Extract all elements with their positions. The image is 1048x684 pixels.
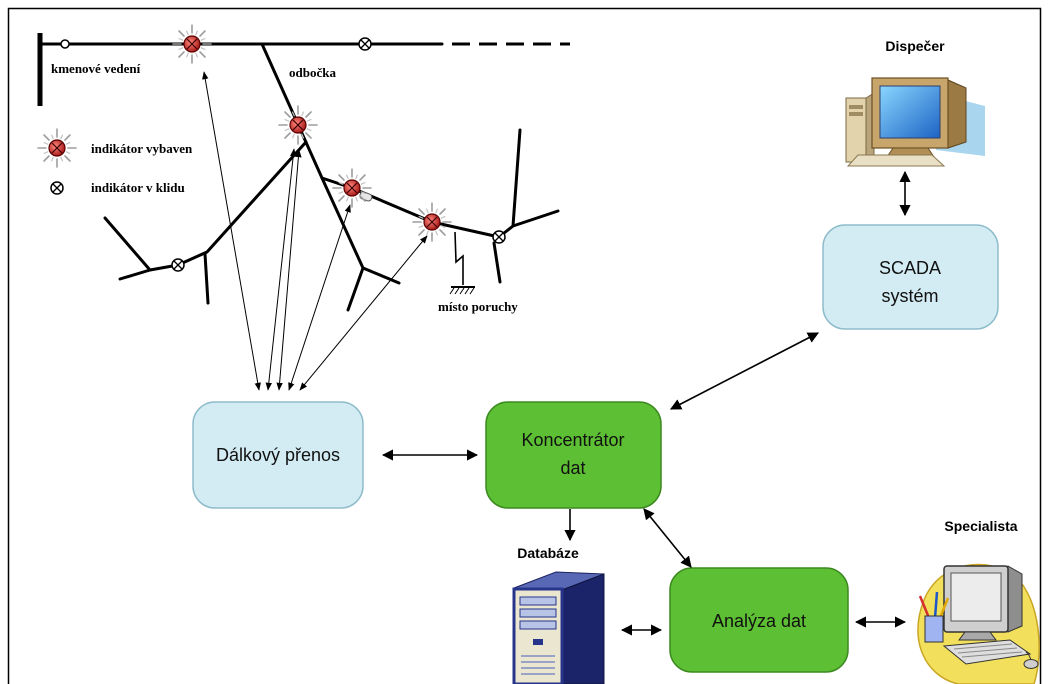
power-button (533, 639, 543, 645)
ground-hatch (449, 287, 475, 295)
specialist: Specialista (917, 518, 1040, 684)
monitor-screen (950, 572, 1002, 622)
pencil-cup (924, 615, 944, 643)
legend-active-indicator-icon (37, 128, 77, 168)
desktop-computer-icon (845, 77, 985, 167)
active-indicator-icon (172, 24, 212, 64)
legend-rest-label: indikátor v klidu (91, 180, 185, 195)
branch-label: odbočka (289, 65, 336, 80)
server-side (561, 573, 605, 684)
active-indicator-icon (278, 105, 318, 145)
monitor-screen (879, 85, 941, 139)
figure-frame (7, 7, 1042, 684)
scada-box-shape (822, 224, 999, 330)
branch-line-left (103, 140, 308, 305)
concentrator-label-line2: dat (560, 458, 585, 478)
analysis-box: Analýza dat (669, 567, 849, 673)
concentrator-box-shape (485, 401, 662, 509)
trunk-label: kmenové vedení (51, 61, 141, 76)
fault-location-symbol (449, 231, 475, 295)
pencil (918, 595, 931, 619)
database: Databáze (512, 545, 605, 684)
rest-indicator-icon (358, 37, 372, 51)
analysis-label: Analýza dat (712, 611, 806, 631)
workstation-icon (917, 563, 1040, 684)
radio-link (202, 71, 261, 391)
dispatcher: Dispečer (845, 38, 985, 167)
radio-link (299, 235, 428, 391)
scada-concentrator-link (670, 332, 819, 410)
power-network: kmenové vedení odbočka místo poruchy (37, 24, 570, 314)
drive-bay (519, 620, 557, 630)
pencil (933, 591, 939, 619)
database-label: Databáze (517, 545, 579, 561)
concentrator-label-line1: Koncentrátor (521, 430, 624, 450)
keyboard (942, 639, 1032, 665)
radio-link (288, 204, 351, 391)
lightning-bolt (454, 231, 464, 285)
legend-rest-indicator-icon (50, 181, 64, 195)
keyboard-keys (953, 643, 1023, 658)
server-tower-icon (512, 571, 605, 684)
data-links (381, 170, 911, 636)
vent-slots (521, 655, 555, 675)
remote-transfer-box: Dálkový přenos (192, 401, 364, 509)
radio-link (265, 148, 297, 391)
tower-drive (849, 105, 863, 109)
concentrator-box: Koncentrátor dat (485, 401, 662, 509)
fault-label: místo poruchy (438, 299, 518, 314)
concentrator-analysis-link (643, 508, 692, 568)
rest-indicator-icon (171, 258, 185, 272)
monitor-side (1007, 565, 1023, 633)
rest-indicator-icon (492, 230, 506, 244)
remote-transfer-box-shape (192, 401, 364, 509)
legend-active-label: indikátor vybaven (91, 141, 193, 156)
monitor-stand (958, 631, 997, 641)
scada-label-line2: systém (881, 286, 938, 306)
drive-bay (519, 608, 557, 618)
legend: indikátor vybaven indikátor v klidu (37, 128, 193, 195)
branch-line-right-end (492, 128, 560, 284)
keyboard (846, 154, 946, 167)
drive-bay (519, 596, 557, 606)
monitor-side (947, 79, 967, 149)
pencil (938, 597, 950, 619)
analysis-box-shape (669, 567, 849, 673)
scada-box: SCADA systém (822, 224, 999, 330)
indicator-radio-links (202, 71, 428, 391)
dispatcher-label: Dispečer (885, 38, 945, 54)
active-indicator-icon (412, 202, 452, 242)
active-indicator-icon (332, 168, 372, 208)
radio-link (276, 149, 302, 391)
mouse (1023, 659, 1039, 669)
specialist-label: Specialista (944, 518, 1017, 534)
remote-transfer-label: Dálkový přenos (216, 445, 340, 465)
trunk-node (60, 39, 70, 49)
tower-drive (849, 112, 863, 116)
scada-label-line1: SCADA (879, 258, 941, 278)
